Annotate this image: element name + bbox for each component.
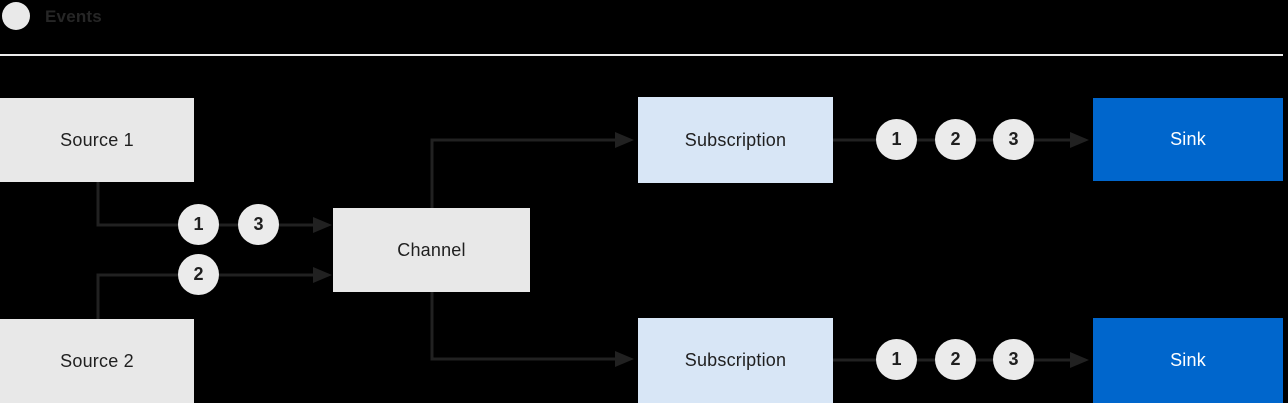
arrowhead-source1-to-channel: [313, 217, 332, 233]
sink-bottom-node: Sink: [1093, 318, 1283, 403]
arrowhead-subscription-bottom-to-sink: [1070, 352, 1089, 368]
arrowhead-source2-to-channel: [313, 267, 332, 283]
legend-label: Events: [45, 7, 102, 26]
source-2-node: Source 2: [0, 319, 194, 403]
wire-source2-to-channel: [96, 273, 313, 319]
event-legend-icon: [2, 2, 30, 30]
event-badge-source2-2: 2: [178, 254, 219, 295]
event-badge-subtop-2: 2: [935, 119, 976, 160]
wire-channel-to-subscription-top: [430, 138, 615, 209]
sink-top-label: Sink: [1170, 129, 1206, 149]
sink-top-node: Sink: [1093, 98, 1283, 181]
legend-divider: [0, 54, 1283, 56]
source-1-node: Source 1: [0, 98, 194, 182]
arrowhead-subscription-top-to-sink: [1070, 132, 1089, 148]
source-1-label: Source 1: [60, 129, 134, 150]
wire-channel-to-subscription-bottom: [430, 292, 615, 361]
channel-label: Channel: [397, 239, 466, 260]
channel-node: Channel: [333, 208, 530, 292]
event-badge-subbot-2: 2: [935, 339, 976, 380]
subscription-bottom-node: Subscription: [638, 318, 833, 403]
sink-bottom-label: Sink: [1170, 350, 1206, 370]
arrowhead-channel-to-subscription-top: [615, 132, 634, 148]
event-badge-source1-1: 1: [178, 204, 219, 245]
subscription-top-node: Subscription: [638, 97, 833, 183]
subscription-top-label: Subscription: [684, 129, 787, 150]
event-badge-subtop-3: 3: [993, 119, 1034, 160]
source-2-label: Source 2: [60, 350, 134, 371]
event-badge-subtop-1: 1: [876, 119, 917, 160]
event-badge-source1-3: 3: [238, 204, 279, 245]
subscription-bottom-label: Subscription: [684, 350, 787, 370]
event-badge-subbot-3: 3: [993, 339, 1034, 380]
event-badge-subbot-1: 1: [876, 339, 917, 380]
arrowhead-channel-to-subscription-bottom: [615, 351, 634, 367]
